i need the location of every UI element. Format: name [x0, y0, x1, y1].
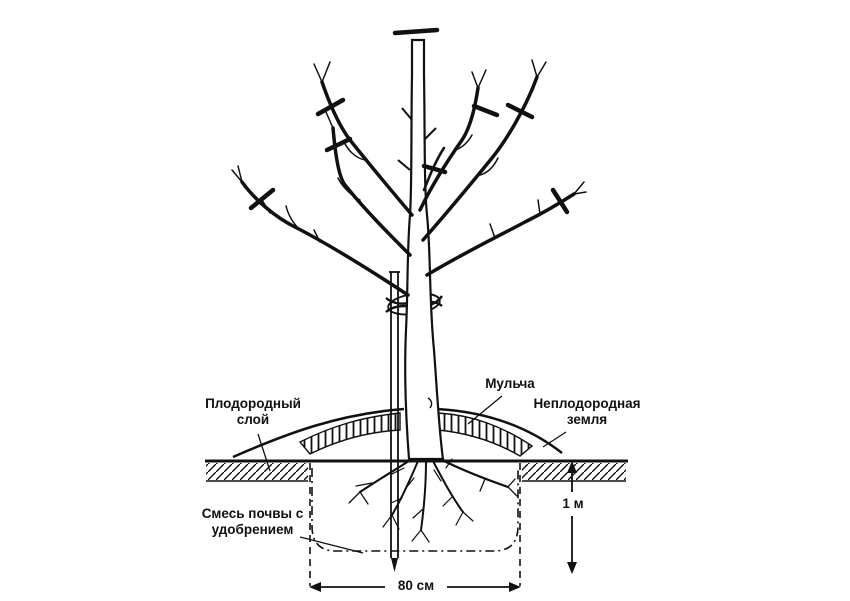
ground-hatch-left — [206, 463, 308, 482]
branch-right — [425, 192, 576, 277]
branch-upper-right — [418, 86, 480, 212]
support-stake — [389, 271, 400, 572]
roots — [348, 457, 518, 543]
soil-mix-label: Смесь почвы с удобрением — [201, 506, 304, 537]
leader-soil-mix — [299, 536, 364, 554]
cut-far-left — [248, 187, 276, 211]
fertile-layer-label: Плодородный слой — [205, 396, 301, 427]
leader-lines — [257, 395, 567, 554]
trunk-knot — [427, 397, 433, 409]
trunk-stubs — [397, 107, 437, 171]
cut-upper-right — [471, 103, 500, 118]
tree-trunk — [397, 38, 445, 461]
cut-tall-right — [505, 102, 535, 120]
cut-center — [421, 163, 448, 175]
cut-upper-left — [315, 97, 346, 117]
depth-label: 1 м — [562, 496, 584, 511]
branch-left — [331, 126, 412, 257]
leader-infertile-soil — [542, 431, 567, 448]
cut-right — [550, 187, 570, 215]
leader-fertile-layer — [257, 433, 271, 472]
cut-left — [324, 136, 353, 153]
infertile-soil-label: Неплодородная земля — [533, 396, 641, 427]
branch-tall-right — [421, 75, 539, 242]
mulch-label: Мульча — [485, 376, 535, 391]
mulch-hatch-right — [437, 412, 534, 457]
mulch-hatch-left — [298, 412, 401, 455]
leader-mulch — [467, 395, 503, 425]
mulch-mound — [232, 407, 563, 459]
planting-pit-outline — [309, 463, 521, 586]
width-label: 80 см — [397, 578, 435, 593]
cut-top — [392, 27, 440, 36]
depth-arrow — [552, 461, 592, 574]
branch-far-left — [240, 180, 410, 297]
width-arrow — [309, 575, 521, 598]
pruning-cut-marks — [248, 27, 570, 215]
